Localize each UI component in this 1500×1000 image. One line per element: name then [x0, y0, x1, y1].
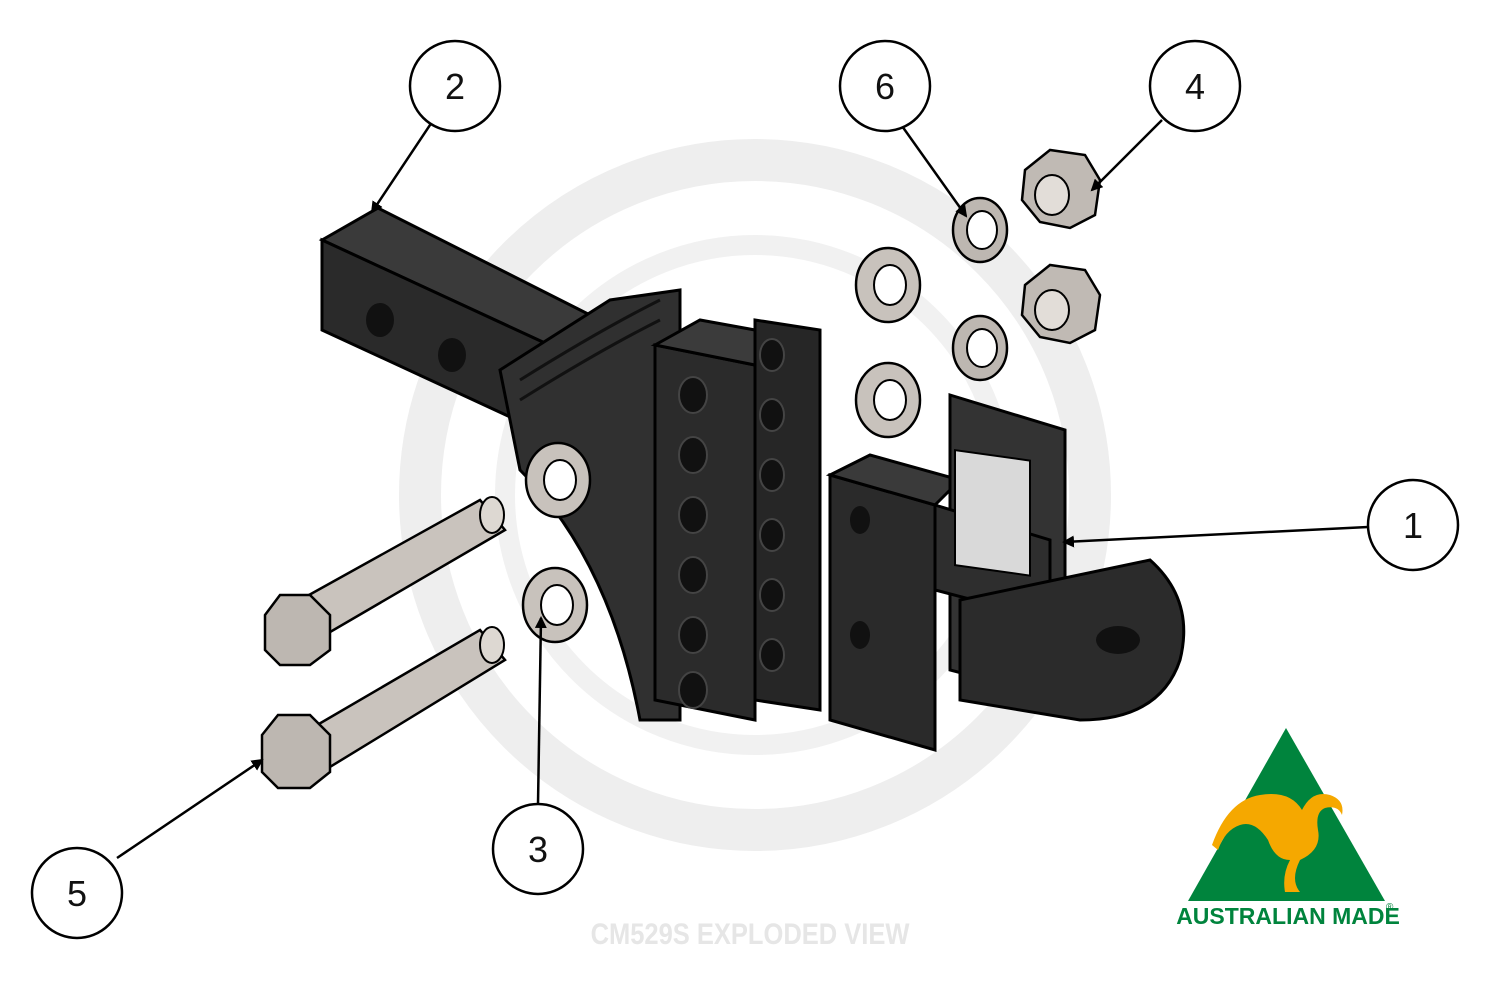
- callout-6: 6: [838, 39, 932, 133]
- logo-text: AUSTRALIAN MADE: [1176, 903, 1400, 929]
- callout-6-label: 6: [875, 66, 895, 107]
- flat-washer-lower: [854, 361, 922, 439]
- leader-2: [370, 121, 434, 214]
- nut-upper: [1020, 148, 1102, 230]
- leader-lines: [116, 119, 1369, 860]
- callout-1-label: 1: [1403, 505, 1423, 546]
- callout-4: 4: [1148, 39, 1242, 133]
- callout-2: 2: [408, 39, 502, 133]
- flat-washer-upper: [854, 246, 922, 324]
- spring-washer-lower: [951, 314, 1009, 382]
- registered-mark: ®: [1386, 902, 1394, 913]
- callout-2-label: 2: [445, 66, 465, 107]
- diagram-caption: CM529S EXPLODED VIEW: [590, 918, 910, 951]
- callout-1: 1: [1366, 478, 1460, 572]
- leader-4: [1090, 119, 1163, 192]
- callout-3: 3: [491, 802, 585, 896]
- leader-1: [1062, 525, 1369, 548]
- bolt-upper: [263, 496, 507, 667]
- callout-3-label: 3: [528, 829, 548, 870]
- leader-3: [534, 616, 547, 805]
- bolt-lower: [260, 626, 507, 790]
- hitch-bracket-part: [825, 392, 1186, 752]
- leader-6: [900, 125, 968, 218]
- washer-bolt-lower: [521, 566, 589, 644]
- shank-drop-part: [318, 206, 822, 722]
- callout-4-label: 4: [1185, 66, 1205, 107]
- kangaroo-icon: [1212, 794, 1343, 892]
- washer-bolt-upper: [524, 441, 592, 519]
- leader-5: [116, 758, 264, 860]
- australian-made-logo: ®: [1188, 728, 1394, 913]
- callout-5: 5: [30, 846, 124, 940]
- nut-lower: [1020, 263, 1102, 345]
- callout-5-label: 5: [67, 873, 87, 914]
